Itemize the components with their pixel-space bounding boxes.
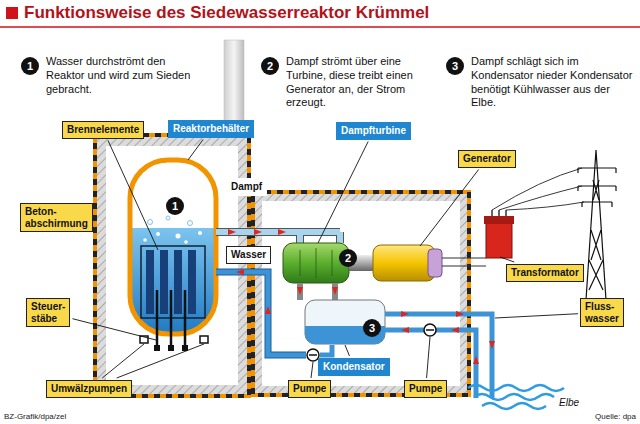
leader-line: [318, 142, 368, 244]
part-label: Dampf: [226, 178, 267, 196]
step-text: Dampf strömt über eine Turbine, diese tr…: [286, 55, 441, 110]
label-text: Umwälzpumpen: [51, 383, 127, 395]
part-label: Umwälzpumpen: [46, 380, 132, 398]
step-text: Dampf schlägt sich im Kondensator nieder…: [471, 55, 633, 110]
title: Funktionsweise des Siedewasserreaktor Kr…: [24, 3, 429, 23]
part-label: Fluss- wasser: [580, 298, 624, 327]
leader-line: [311, 362, 313, 378]
part-label: Generator: [458, 150, 516, 168]
leader-line: [108, 141, 158, 251]
leader-line: [427, 337, 430, 378]
part-label: Transformator: [506, 264, 584, 282]
leader-line: [117, 344, 204, 378]
leader-line: [72, 319, 156, 340]
callout-number: 1: [166, 197, 184, 215]
callout-number: 3: [363, 319, 381, 337]
label-text: Fluss- wasser: [585, 301, 619, 324]
part-label: Beton- abschirmung: [20, 203, 93, 232]
credit: BZ-Grafik/dpa/zel: [4, 412, 66, 421]
label-text: Generator: [463, 153, 511, 165]
label-text: Beton- abschirmung: [25, 206, 88, 229]
part-label: Dampfturbine: [336, 122, 411, 140]
callout-number: 2: [339, 249, 357, 267]
callout-number: 1: [21, 57, 39, 75]
part-label: Steuer- stäbe: [26, 298, 70, 327]
leader-line: [420, 170, 479, 247]
label-text: Pumpe: [293, 383, 326, 395]
label-text: Transformator: [511, 267, 579, 279]
label-text: Steuer- stäbe: [31, 301, 65, 324]
source: Quelle: dpa: [595, 412, 636, 421]
step-text: Wasser durchströmt den Reaktor und wird …: [46, 55, 191, 96]
part-label: Pumpe: [404, 380, 447, 398]
leader-line: [500, 257, 514, 262]
leader-line: [188, 140, 203, 161]
leader-line: [102, 344, 144, 378]
leader-line: [94, 221, 95, 222]
part-label: Reaktorbehälter: [168, 120, 254, 138]
label-text: Wasser: [231, 249, 266, 261]
part-label: Wasser: [226, 246, 271, 264]
label-text: Pumpe: [409, 383, 442, 395]
label-text: Dampfturbine: [341, 125, 406, 137]
part-label: Pumpe: [288, 380, 331, 398]
label-text: Brennelemente: [67, 124, 139, 136]
callout-number: 2: [261, 57, 279, 75]
label-text: Reaktorbehälter: [173, 123, 249, 135]
part-label: Kondensator: [318, 358, 390, 376]
river-name: Elbe: [557, 397, 581, 408]
callout-number: 3: [446, 57, 464, 75]
part-label: Brennelemente: [62, 121, 144, 139]
leader-line: [345, 345, 349, 356]
label-text: Dampf: [231, 181, 262, 193]
leader-line: [495, 314, 578, 318]
label-text: Kondensator: [323, 361, 385, 373]
